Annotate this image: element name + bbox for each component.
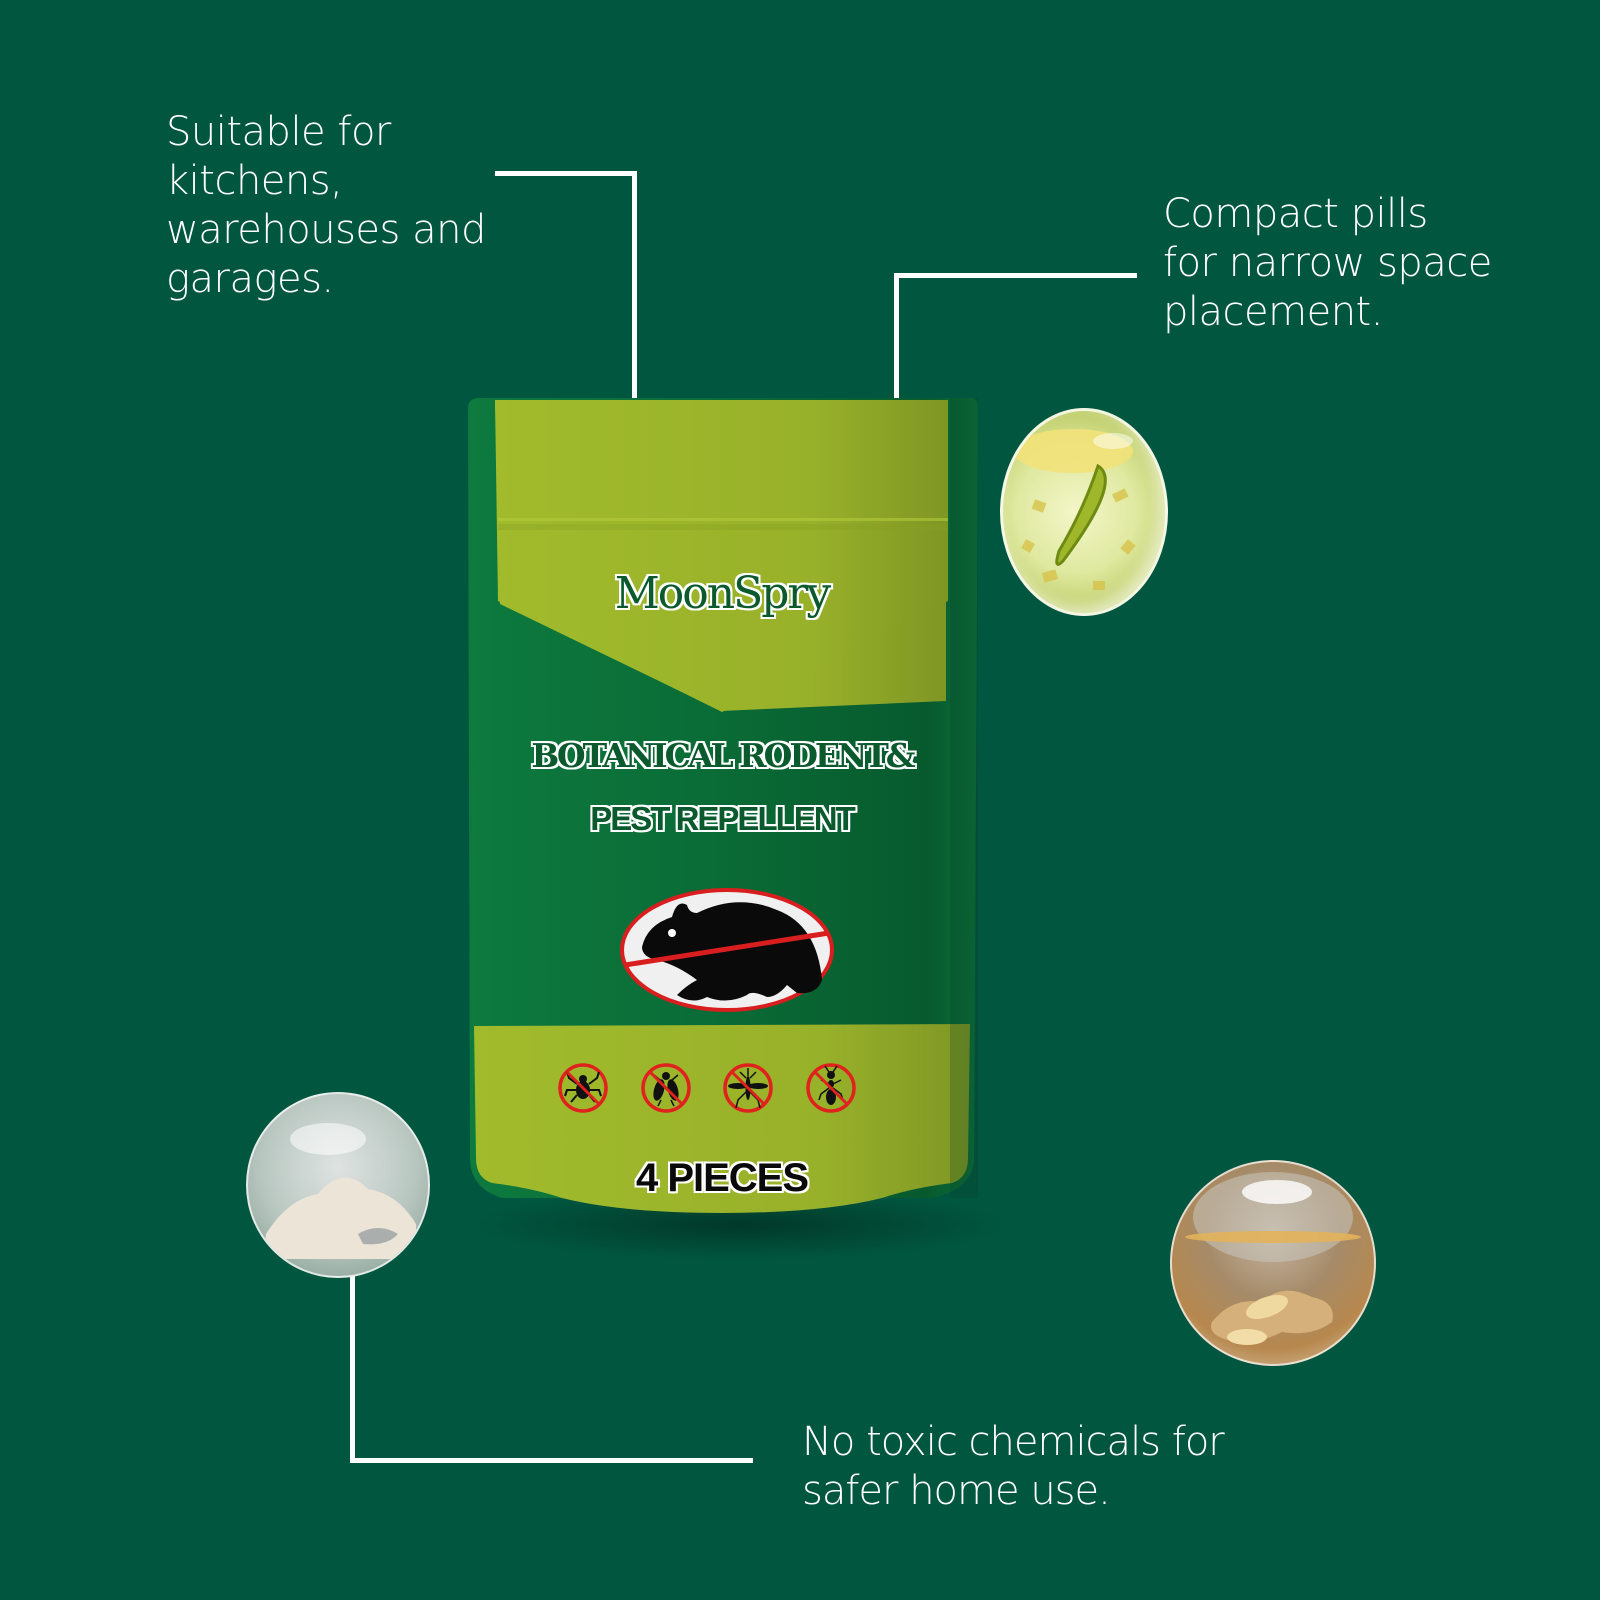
callout-line: warehouses and	[166, 207, 486, 253]
callout-line: for narrow space	[1163, 240, 1492, 286]
callout-line: safer home use.	[802, 1468, 1111, 1514]
brand-logo: MoonSpry	[614, 568, 832, 619]
no-fly-icon	[640, 1063, 691, 1113]
no-ant-icon	[806, 1063, 856, 1113]
product-title-line-1: BOTANICAL RODENT&	[531, 736, 915, 775]
quantity-label: 4 PIECES	[635, 1156, 809, 1200]
callout-suitability: Suitable for kitchens, warehouses and ga…	[166, 108, 486, 304]
callout-line: garages.	[166, 256, 334, 302]
connector-line-non-toxic-h	[350, 1458, 753, 1463]
powder-pile-icon	[265, 1123, 417, 1259]
callout-non-toxic: No toxic chemicals for safer home use.	[802, 1418, 1225, 1516]
callout-line: Compact pills	[1163, 191, 1428, 237]
callout-line: Suitable for	[166, 109, 391, 155]
lemon-extract-sphere	[1000, 408, 1168, 616]
pouch-body	[468, 398, 978, 1213]
lemon-slice-icon	[1013, 429, 1136, 590]
callout-line: placement.	[1163, 289, 1383, 335]
ginger-extract-sphere	[1170, 1160, 1376, 1366]
pest-icons-row	[557, 1062, 857, 1116]
callout-line: No toxic chemicals for	[802, 1419, 1225, 1465]
no-mosquito-icon	[723, 1063, 774, 1113]
no-tick-icon	[558, 1063, 608, 1113]
connector-line-suitability-v	[632, 171, 637, 399]
callout-line: kitchens,	[166, 158, 343, 204]
connector-line-non-toxic-v	[350, 1272, 355, 1463]
product-pouch: MoonSpry BOTANICAL RODENT& PEST REPELLEN…	[462, 398, 982, 1228]
connector-line-compact-v	[894, 273, 899, 399]
botanical-powder-sphere	[246, 1092, 430, 1278]
ginger-root-icon	[1185, 1172, 1361, 1345]
callout-compact: Compact pills for narrow space placement…	[1163, 190, 1492, 337]
connector-line-suitability-h	[495, 171, 637, 176]
connector-line-compact-h	[894, 273, 1137, 278]
no-rodent-icon	[620, 888, 834, 1012]
product-title-line-2: PEST REPELLENT	[590, 800, 856, 837]
